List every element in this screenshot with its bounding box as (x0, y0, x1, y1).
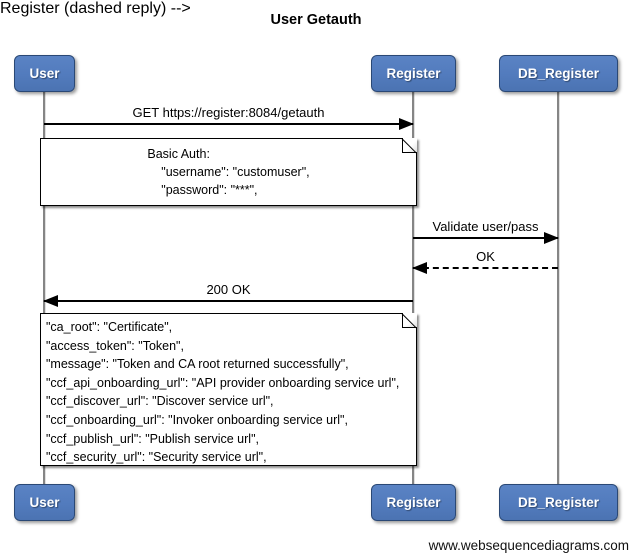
note-text: Basic Auth: "username": "customuser", "p… (147, 145, 309, 199)
note-basic-auth: Basic Auth: "username": "customuser", "p… (40, 138, 417, 206)
message-ok-reply: OK (412, 249, 558, 274)
message-line (44, 300, 413, 302)
message-label: GET https://register:8084/getauth (132, 105, 325, 120)
note-line: Basic Auth: (147, 147, 210, 161)
arrowhead-right-icon (399, 118, 414, 130)
arrowhead-right-icon (544, 232, 559, 244)
actor-db-register-bottom: DB_Register (499, 484, 618, 521)
actor-register-top: Register (371, 55, 456, 92)
message-validate-user-pass: Validate user/pass (413, 219, 559, 244)
actor-label: Register (386, 495, 441, 510)
message-get-getauth: GET https://register:8084/getauth (44, 105, 414, 130)
note-line: "message": "Token and CA root returned s… (46, 357, 349, 372)
lifeline-db-register (557, 92, 559, 484)
note-line: "ccf_api_onboarding_url": "API provider … (46, 375, 400, 390)
note-line: "password": "***", (147, 183, 258, 197)
actor-label: User (29, 66, 60, 81)
actor-label: DB_Register (517, 66, 600, 81)
arrowhead-left-icon (43, 295, 58, 307)
note-line: "ca_root": "Certificate", (46, 320, 173, 334)
note-getauth-response: "ca_root": "Certificate", "access_token"… (40, 313, 417, 466)
note-line: "ccf_discover_url": "Discover service ur… (46, 394, 274, 409)
message-200-ok: 200 OK (43, 282, 413, 307)
watermark: www.websequencediagrams.com (428, 538, 629, 553)
arrowhead-left-icon (412, 262, 427, 274)
actor-label: Register (386, 66, 441, 81)
actor-label: DB_Register (517, 495, 600, 510)
message-line (413, 237, 558, 239)
note-text: "ca_root": "Certificate", "access_token"… (46, 318, 416, 467)
message-label: OK (476, 249, 495, 264)
actor-db-register-top: DB_Register (499, 55, 618, 92)
note-line: "access_token": "Token", (46, 338, 184, 353)
folded-corner-icon (402, 313, 417, 328)
note-line: "ccf_onboarding_url": "Invoker onboardin… (46, 412, 348, 427)
message-line (44, 123, 413, 125)
lifeline-register (412, 92, 414, 484)
actor-user-top: User (14, 55, 75, 92)
note-line: "ccf_security_url": "Security service ur… (46, 450, 267, 465)
note-line: "ccf_publish_url": "Publish service url"… (46, 431, 259, 446)
actor-register-bottom: Register (371, 484, 456, 521)
lifeline-user (43, 92, 45, 484)
actor-label: User (29, 495, 60, 510)
message-label: 200 OK (206, 282, 251, 297)
actor-user-bottom: User (14, 484, 75, 521)
diagram-title: User Getauth (270, 12, 362, 28)
message-line-dashed (413, 267, 558, 269)
note-line: "username": "customuser", (147, 165, 310, 179)
folded-corner-icon (402, 138, 417, 153)
message-label: Validate user/pass (432, 219, 539, 234)
